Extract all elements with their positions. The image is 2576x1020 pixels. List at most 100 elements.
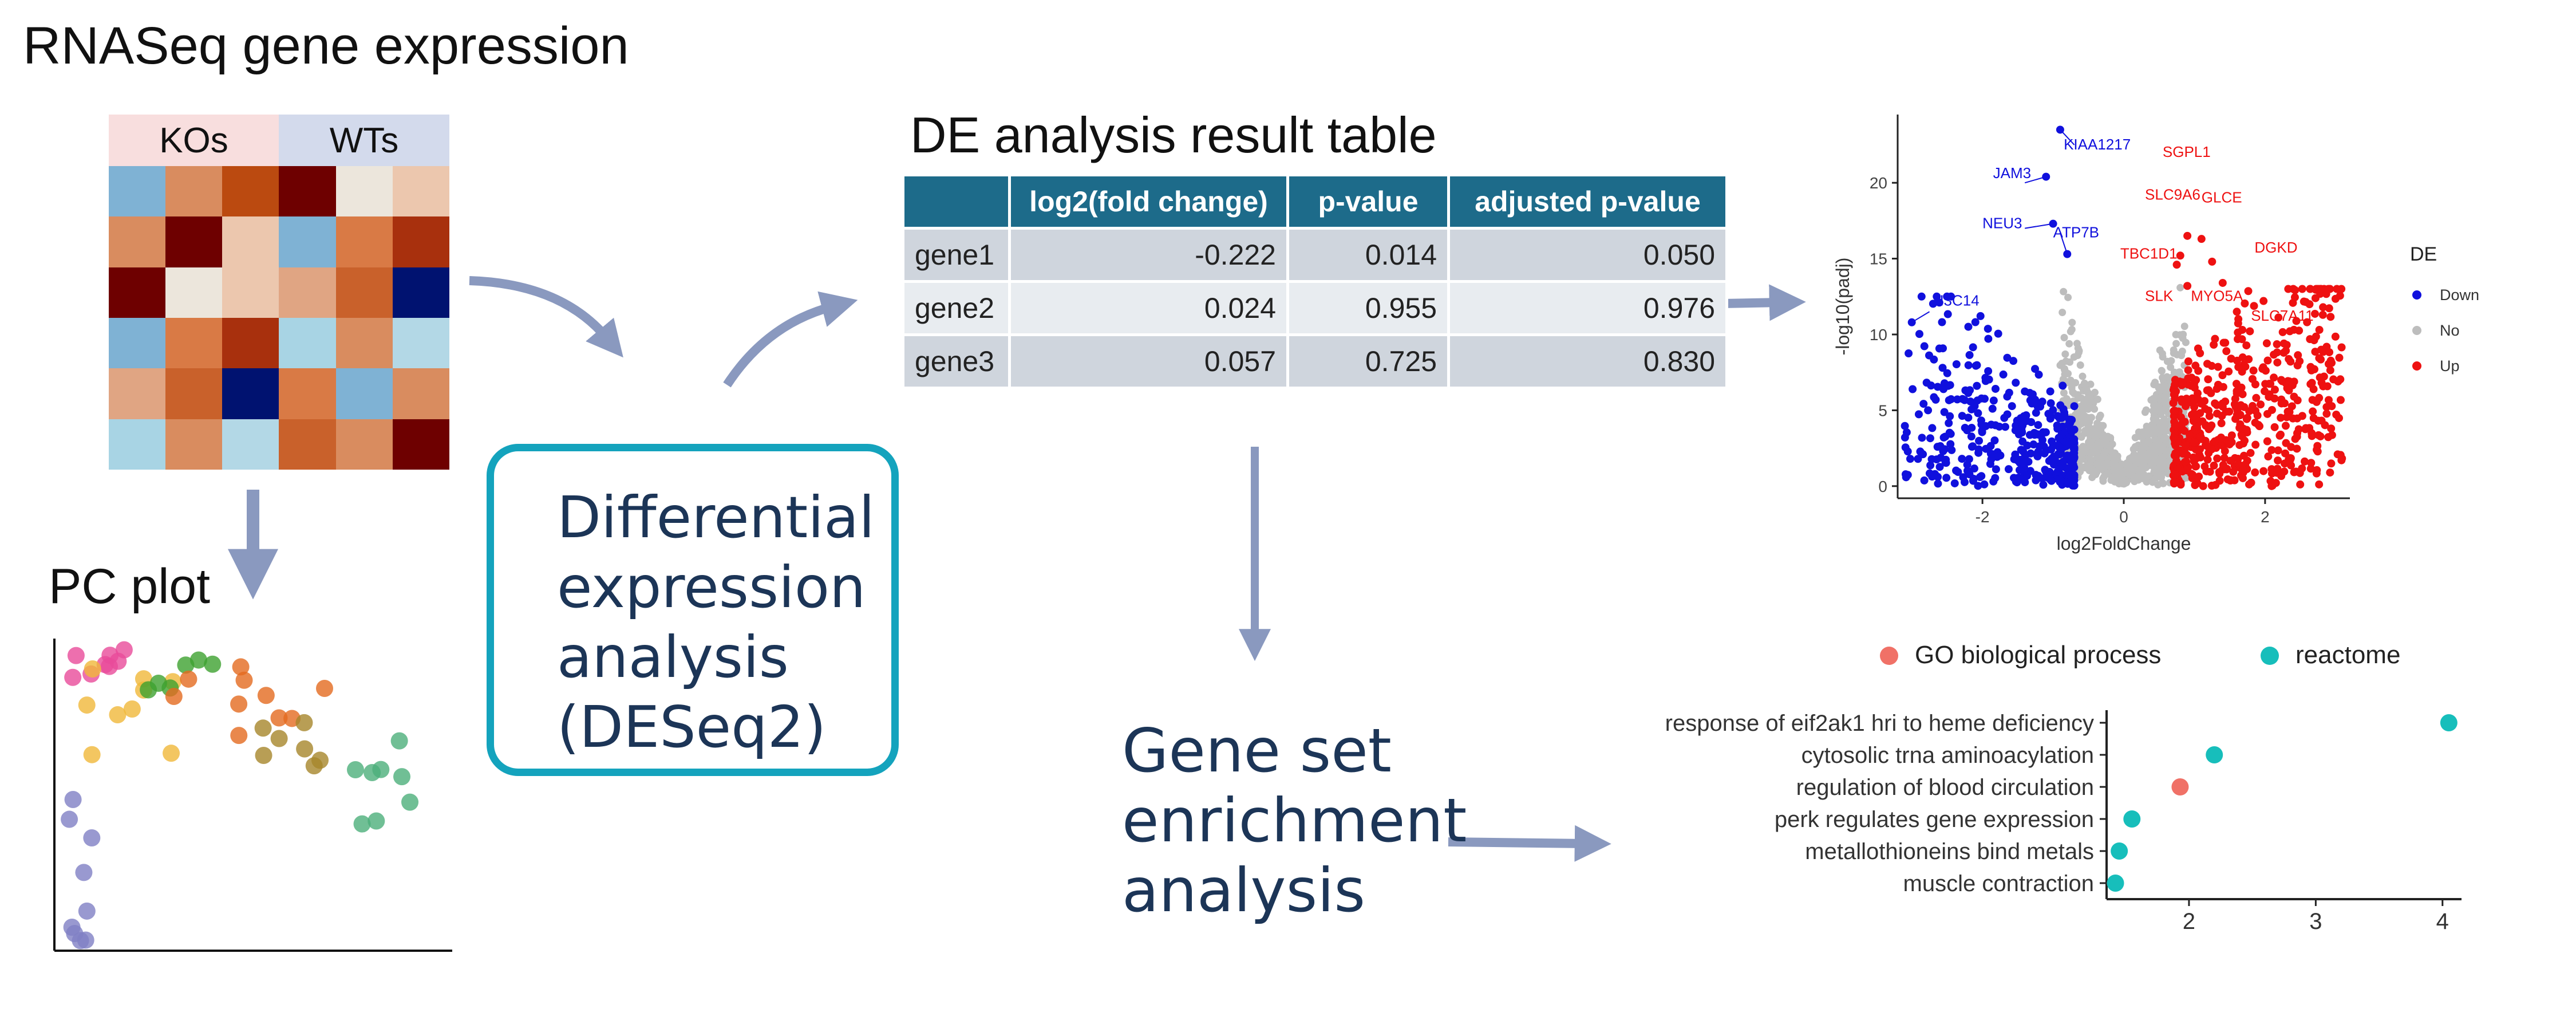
- volcano-point-up: [2282, 346, 2290, 355]
- volcano-point-no: [2095, 413, 2103, 422]
- volcano-point-up: [2336, 375, 2345, 384]
- volcano-point-down: [2070, 481, 2079, 490]
- volcano-point-no: [2180, 322, 2188, 330]
- volcano-gene-label: SLC7A11: [2251, 307, 2313, 324]
- volcano-point-no: [2144, 428, 2152, 436]
- volcano-point-down: [2030, 431, 2039, 439]
- volcano-point-up: [2263, 437, 2271, 446]
- volcano-point-no: [2077, 402, 2085, 410]
- volcano-point-down: [1933, 443, 1942, 451]
- volcano-gene-label: KIAA1217: [2064, 136, 2131, 153]
- volcano-point-up: [2191, 481, 2199, 489]
- dotplot-category-label: perk regulates gene expression: [1775, 807, 2094, 832]
- volcano-point-down: [1919, 400, 1928, 408]
- volcano-point-down: [2046, 475, 2055, 484]
- volcano-point-no: [2145, 472, 2153, 481]
- volcano-point-up: [2245, 480, 2254, 489]
- pc-point: [83, 829, 101, 847]
- pc-point: [115, 641, 133, 659]
- volcano-point-up: [2259, 297, 2268, 305]
- volcano-point-down: [1967, 443, 1976, 451]
- volcano-point-no: [2061, 350, 2069, 358]
- table-cell: 0.976: [1448, 280, 1728, 335]
- volcano-point-down: [2046, 387, 2055, 396]
- volcano-point-up: [2241, 436, 2249, 445]
- volcano-point-down: [1988, 404, 1997, 413]
- volcano-point-down: [1958, 455, 1966, 463]
- pc-point: [254, 719, 272, 737]
- volcano-point-up: [2316, 432, 2325, 440]
- volcano-point-up: [2306, 464, 2315, 473]
- volcano-point-up: [2296, 480, 2305, 489]
- volcano-point-up: [2218, 278, 2227, 287]
- pc-point: [78, 902, 96, 920]
- volcano-point-up: [2336, 396, 2345, 404]
- volcano-point-down: [2032, 471, 2040, 479]
- volcano-point-down: [1914, 410, 1923, 419]
- volcano-point-no: [2162, 450, 2170, 458]
- volcano-point-up: [2173, 463, 2182, 472]
- volcano-point-down: [2034, 421, 2042, 430]
- volcano-point-down: [1992, 465, 2000, 474]
- volcano-point-no: [2129, 445, 2138, 453]
- volcano-point-down: [2041, 466, 2049, 474]
- volcano-point-up: [2316, 373, 2324, 382]
- volcano-point-up: [2310, 309, 2319, 318]
- volcano-point-no: [2163, 462, 2171, 470]
- volcano-point-up: [2252, 393, 2261, 402]
- volcano-point-down: [1930, 393, 1938, 401]
- pc-point: [123, 700, 141, 718]
- volcano-point-down: [1952, 360, 1961, 368]
- volcano-point-up: [2298, 412, 2306, 420]
- volcano-point-down: [2023, 471, 2032, 480]
- volcano-point-up: [2281, 422, 2290, 430]
- dotplot-legend-key: [2261, 647, 2279, 665]
- volcano-point-down: [1927, 381, 1935, 390]
- volcano-point-down: [1946, 440, 1955, 448]
- volcano-point-up: [2239, 466, 2247, 474]
- table-header-cell: p-value: [1287, 176, 1450, 229]
- volcano-point-up: [2273, 464, 2282, 473]
- volcano-point-up: [2222, 347, 2231, 356]
- volcano-point-no: [2096, 441, 2104, 449]
- table-row: gene1 -0.222 0.014 0.050: [904, 227, 1728, 282]
- volcano-point-up: [2308, 396, 2317, 404]
- volcano-point-no: [2092, 433, 2100, 441]
- dotplot-category-label: cytosolic trna aminoacylation: [1801, 743, 2094, 768]
- volcano-point-up: [2251, 380, 2259, 389]
- volcano-point-no: [2179, 330, 2187, 338]
- volcano-point-up: [2274, 446, 2282, 455]
- volcano-point-up: [2225, 440, 2234, 448]
- volcano-point-down: [1984, 367, 1993, 375]
- volcano-point-up: [2335, 413, 2344, 422]
- volcano-point-down: [1967, 423, 1976, 432]
- volcano-point-no: [2152, 436, 2160, 444]
- volcano-point-no: [2111, 471, 2119, 479]
- volcano-y-label: -log10(padj): [1832, 258, 1853, 356]
- pc-point: [346, 761, 364, 778]
- volcano-point-down: [1940, 408, 1949, 416]
- volcano-point-no: [2061, 371, 2069, 379]
- volcano-point-no: [2150, 380, 2158, 388]
- volcano-point-no: [2142, 406, 2150, 414]
- volcano-point-up: [2306, 363, 2315, 371]
- volcano-point-down: [1920, 476, 1929, 485]
- volcano-point-up: [2179, 450, 2188, 458]
- volcano-point-down: [1967, 432, 1976, 441]
- volcano-point-down: [1927, 455, 1936, 463]
- volcano-legend-label: Down: [2440, 286, 2479, 304]
- volcano-point-down: [1905, 349, 1913, 357]
- pc-point: [230, 727, 248, 745]
- table-header-row: log2(fold change) p-value adjusted p-val…: [904, 176, 1728, 229]
- volcano-point-down: [2067, 438, 2075, 447]
- volcano-point-down: [1999, 370, 2008, 379]
- volcano-point-up: [2309, 385, 2318, 393]
- volcano-point-up: [2233, 389, 2241, 397]
- volcano-point-no: [2138, 446, 2146, 454]
- volcano-point-no: [2170, 349, 2178, 357]
- volcano-point-up: [2246, 448, 2255, 457]
- table-cell: -0.222: [1009, 227, 1289, 282]
- volcano-point-down: [2053, 422, 2061, 430]
- volcano-point-up: [2211, 399, 2219, 408]
- volcano-point-no: [2067, 328, 2075, 336]
